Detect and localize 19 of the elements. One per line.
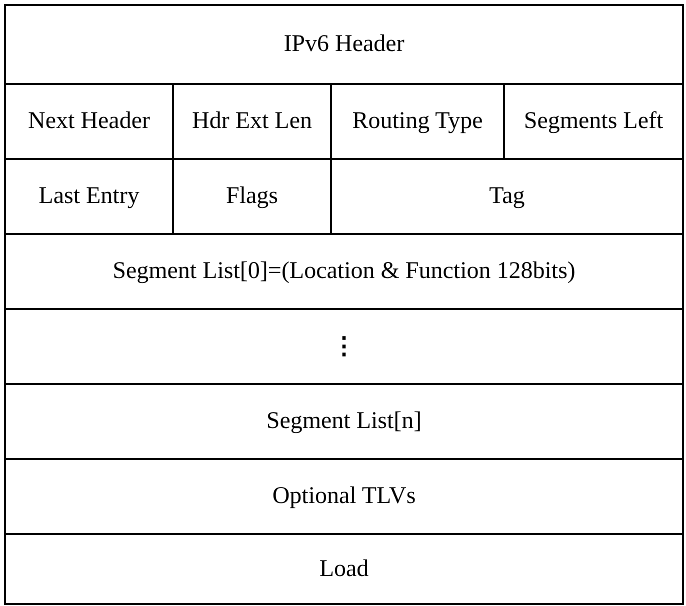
- header-field: [4, 383, 684, 460]
- field-name: Tag: [489, 183, 525, 210]
- field-name: Segment List[n]: [266, 408, 422, 435]
- field-name: Segment List[0]=(Location & Function 128bits): [112, 258, 576, 285]
- header-field: [4, 308, 684, 385]
- field-name: Load: [319, 556, 369, 582]
- header-field: [4, 4, 684, 85]
- ellipsis: ⋮: [332, 333, 356, 361]
- header-field: [4, 233, 684, 310]
- header-field: [4, 458, 684, 535]
- field-name: Routing Type: [352, 108, 483, 135]
- header-field: [4, 533, 684, 605]
- field-name: Next Header: [28, 108, 150, 135]
- field-name: Last Entry: [38, 183, 140, 210]
- field-name: Segments Left: [524, 108, 664, 135]
- field-name: IPv6 Header: [284, 31, 404, 58]
- field-name: Hdr Ext Len: [192, 108, 312, 135]
- field-name: Flags: [226, 183, 278, 210]
- field-name: Optional TLVs: [272, 483, 416, 510]
